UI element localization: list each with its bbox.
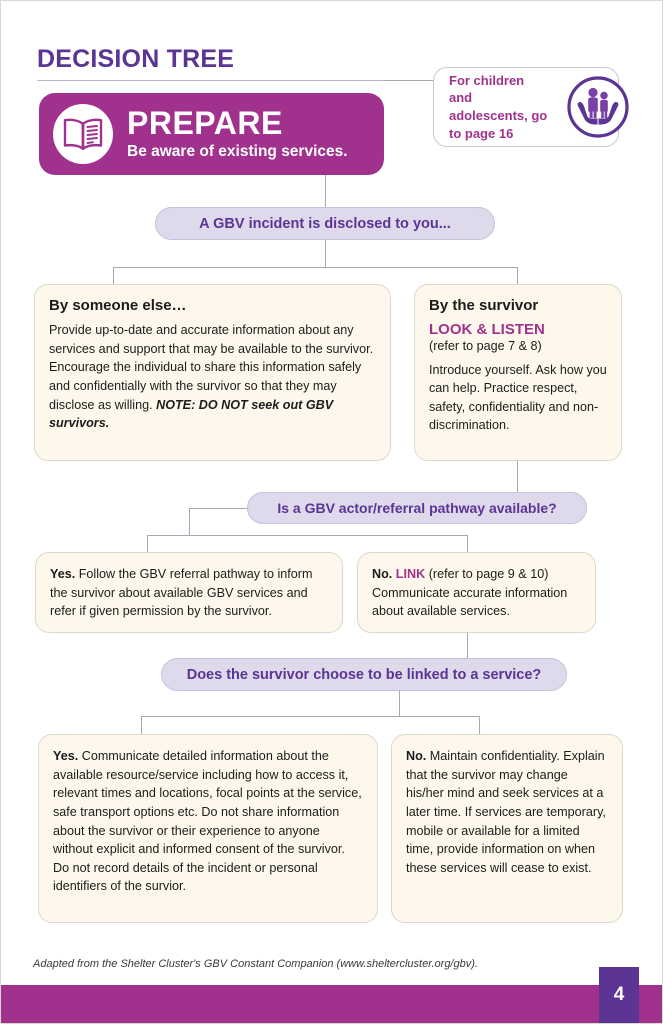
box-body: No. Maintain confidentiality. Explain th… [406,749,606,875]
page-number-badge: 4 [599,967,639,1023]
connector-q3-stem [399,691,400,717]
question-bar-disclosure: A GBV incident is disclosed to you... [155,207,495,240]
open-book-icon [53,104,113,164]
connector-q1-stem [325,240,326,268]
connector-q1-split [113,267,517,268]
connector-q2-right-drop [467,535,468,552]
box-body: Introduce yourself. Ask how you can help… [429,362,607,433]
connector-q2-split [147,535,467,536]
box-yes-referral: Yes. Follow the GBV referral pathway to … [35,552,343,633]
box-note-emphasis: NOTE: DO NOT seek out GBV survivors. [49,397,334,431]
question-bar-choose-service: Does the survivor choose to be linked to… [161,658,567,691]
box-no-referral: No. LINK (refer to page 9 & 10) Communic… [357,552,596,633]
box-heading: By someone else… [49,297,187,314]
connector-q1-left-drop [113,267,114,284]
box-body: Yes. Follow the GBV referral pathway to … [50,567,313,619]
children-in-hands-icon [566,75,630,139]
connector-survivor-to-q2 [517,461,518,492]
box-action-link: LINK [395,567,426,581]
box-no-linked: No. Maintain confidentiality. Explain th… [391,734,623,923]
box-reference: (refer to page 9 & 10) [428,567,549,581]
connector-no1-to-q3 [467,633,468,658]
question-bar-referral-pathway: Is a GBV actor/referral pathway availabl… [247,492,587,524]
box-reference: (refer to page 7 & 8) [429,339,542,354]
box-body: Provide up-to-date and accurate informat… [49,323,374,431]
box-by-the-survivor: By the survivor LOOK & LISTEN (refer to … [414,284,622,461]
footer-bar [1,985,662,1023]
title-divider [37,80,447,81]
prepare-title: PREPARE [127,105,283,142]
box-body: Yes. Communicate detailed information ab… [53,749,362,894]
box-by-someone-else: By someone else… Provide up-to-date and … [34,284,391,461]
note-connector-line [384,80,448,81]
box-label: Yes. [53,749,79,763]
children-note-text: For children and adolescents, go to page… [449,72,548,141]
prepare-banner: PREPARE Be aware of existing services. [39,93,384,175]
prepare-text-group: PREPARE Be aware of existing services. [127,107,348,160]
box-label: No. [372,567,393,581]
source-credit: Adapted from the Shelter Cluster's GBV C… [33,958,478,970]
connector-q1-right-drop [517,267,518,284]
connector-q3-left-drop [141,716,142,734]
box-heading: By the survivor [429,297,539,314]
connector-q2-stem [189,508,190,536]
box-label: Yes. [50,567,76,581]
connector-q3-right-drop [479,716,480,734]
connector-q3-split [141,716,479,717]
connector-q2-left-arm [189,508,247,509]
box-action-look-listen: LOOK & LISTEN [429,321,545,338]
prepare-subtitle: Be aware of existing services. [127,143,348,161]
connector-prepare-to-q1 [325,175,326,207]
box-label: No. [406,749,427,763]
page-title: DECISION TREE [37,45,235,73]
box-body: No. LINK (refer to page 9 & 10) Communic… [372,567,568,619]
box-yes-linked: Yes. Communicate detailed information ab… [38,734,378,923]
connector-q2-left-drop [147,535,148,552]
